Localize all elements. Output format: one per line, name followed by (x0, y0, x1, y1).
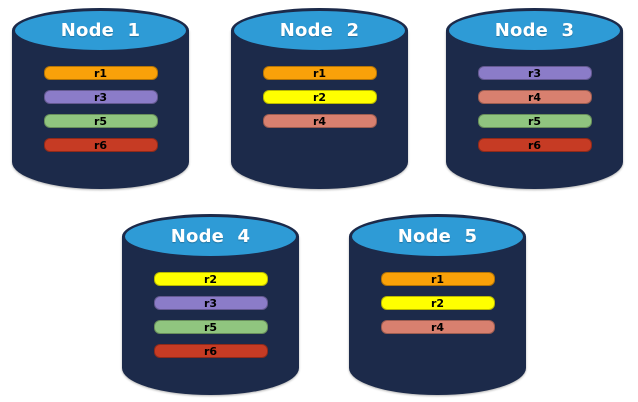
cylinder-body (122, 236, 299, 395)
replica-bar-r3: r3 (43, 90, 158, 104)
replica-bars: r1 r2 r4 (349, 272, 526, 334)
replica-bar-r1: r1 (262, 66, 377, 80)
cylinder-body (349, 236, 526, 395)
node-cylinder-5: Node 5 r1 r2 r4 (349, 214, 526, 396)
node-cylinder-2: Node 2 r1 r2 r4 (231, 8, 408, 190)
replica-bars: r3 r4 r5 r6 (446, 66, 623, 152)
replica-bar-r5: r5 (477, 114, 592, 128)
cylinder-top-ellipse: Node 4 (122, 214, 299, 259)
replica-bar-r1: r1 (43, 66, 158, 80)
node-title: Node 1 (60, 20, 141, 41)
node-title: Node 2 (279, 20, 360, 41)
replica-bars: r1 r2 r4 (231, 66, 408, 128)
replica-bar-r3: r3 (477, 66, 592, 80)
replica-bar-r4: r4 (477, 90, 592, 104)
replica-bar-r6: r6 (477, 138, 592, 152)
cylinder-top-ellipse: Node 1 (12, 8, 189, 53)
replica-bar-r5: r5 (153, 320, 268, 334)
replica-bar-r1: r1 (380, 272, 495, 286)
replica-bar-r4: r4 (380, 320, 495, 334)
replica-bar-r2: r2 (380, 296, 495, 310)
replica-bar-r6: r6 (43, 138, 158, 152)
cylinder-body (446, 30, 623, 189)
node-cylinder-4: Node 4 r2 r3 r5 r6 (122, 214, 299, 396)
replica-bar-r2: r2 (153, 272, 268, 286)
node-cylinder-3: Node 3 r3 r4 r5 r6 (446, 8, 623, 190)
replica-bars: r1 r3 r5 r6 (12, 66, 189, 152)
node-title: Node 3 (494, 20, 575, 41)
node-title: Node 5 (397, 226, 478, 247)
node-title: Node 4 (170, 226, 251, 247)
cylinder-body (231, 30, 408, 189)
cylinder-top-ellipse: Node 2 (231, 8, 408, 53)
cylinder-top-ellipse: Node 3 (446, 8, 623, 53)
cylinder-body (12, 30, 189, 189)
replica-bar-r6: r6 (153, 344, 268, 358)
node-cylinder-1: Node 1 r1 r3 r5 r6 (12, 8, 189, 190)
replica-bar-r5: r5 (43, 114, 158, 128)
cylinder-top-ellipse: Node 5 (349, 214, 526, 259)
replica-bar-r2: r2 (262, 90, 377, 104)
replica-bar-r3: r3 (153, 296, 268, 310)
replica-bar-r4: r4 (262, 114, 377, 128)
replica-bars: r2 r3 r5 r6 (122, 272, 299, 358)
